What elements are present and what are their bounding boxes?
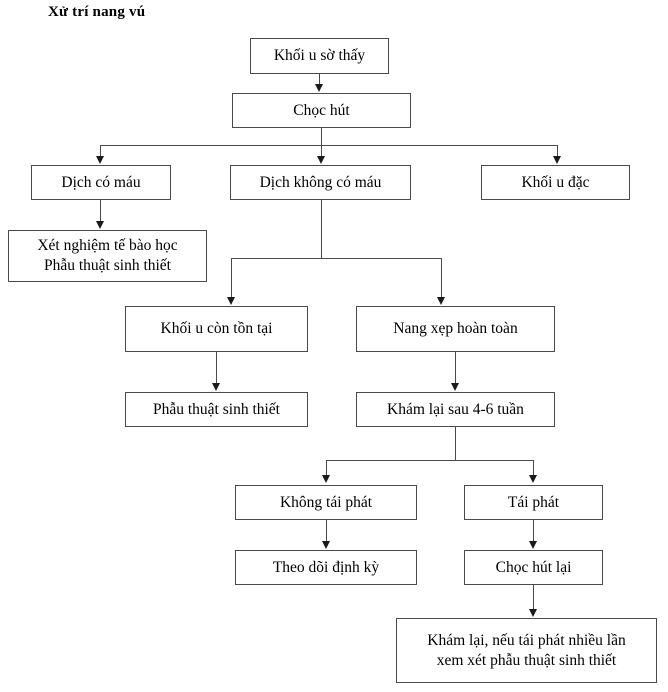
arrow-bus3-n12: [529, 475, 537, 483]
node-xet-nghiem-te-bao-hoc: Xét nghiệm tế bào học Phẫu thuật sinh th…: [8, 230, 207, 282]
node-khoi-u-dac: Khối u đặc: [481, 165, 630, 200]
node-khong-tai-phat: Không tái phát: [235, 485, 417, 520]
connector-bus-horizontal: [100, 145, 558, 146]
arrow-n12-n14: [529, 541, 537, 549]
arrow-bus-n3: [96, 156, 104, 164]
arrow-bus2-n7: [227, 297, 235, 305]
node-tai-phat: Tái phát: [464, 485, 603, 520]
node-dich-co-mau: Dịch có máu: [31, 165, 171, 200]
connector-bus3-n12: [533, 460, 534, 476]
arrow-bus-n4: [317, 156, 325, 164]
node-khoi-u-so-thay: Khối u sờ thấy: [250, 38, 389, 74]
node-nang-xep-hoan-toan: Nang xẹp hoàn toàn: [356, 306, 555, 352]
node-kham-lai-sau-4-6-tuan: Khám lại sau 4-6 tuần: [356, 392, 555, 427]
page-title: Xử trí nang vú: [48, 4, 146, 20]
connector-n8-n10: [455, 352, 456, 384]
node-choc-hut-lai: Chọc hút lại: [464, 550, 603, 585]
arrow-bus-n5: [553, 156, 561, 164]
arrow-n14-n15: [529, 609, 537, 617]
connector-bus-n3: [100, 145, 101, 157]
node-choc-hut: Chọc hút: [232, 93, 411, 128]
connector-n12-n14: [533, 520, 534, 542]
connector-n14-n15: [533, 585, 534, 610]
connector-bus2-n8: [441, 258, 442, 297]
arrow-n7-n9: [212, 383, 220, 391]
connector-bus2-horizontal: [231, 258, 442, 259]
arrow-n3-n6: [96, 221, 104, 229]
connector-n11-n13: [326, 520, 327, 542]
connector-n3-n6: [100, 200, 101, 222]
node-dich-khong-co-mau: Dịch không có máu: [230, 165, 411, 200]
connector-bus-n5: [557, 145, 558, 157]
node-khoi-u-con-ton-tai: Khối u còn tồn tại: [125, 306, 308, 352]
connector-n1-n2: [319, 74, 320, 85]
node-phau-thuat-sinh-thiet: Phẫu thuật sinh thiết: [125, 392, 308, 427]
connector-bus3-n11: [326, 460, 327, 476]
node-theo-doi-dinh-ky: Theo dõi định kỳ: [235, 550, 417, 585]
connector-n2-bus: [321, 128, 322, 145]
arrow-n11-n13: [322, 541, 330, 549]
connector-bus3-horizontal: [326, 460, 534, 461]
arrow-bus3-n11: [322, 475, 330, 483]
connector-n4-bus2: [321, 200, 322, 258]
arrow-n1-n2: [315, 84, 323, 92]
connector-bus2-n7: [231, 258, 232, 297]
node-kham-lai-neu-tai-phat: Khám lại, nếu tái phát nhiều lần xem xét…: [396, 618, 657, 683]
arrow-n8-n10: [451, 383, 459, 391]
arrow-bus2-n8: [437, 297, 445, 305]
connector-bus-n4: [321, 145, 322, 157]
connector-n7-n9: [216, 352, 217, 384]
connector-n10-bus3: [455, 427, 456, 460]
